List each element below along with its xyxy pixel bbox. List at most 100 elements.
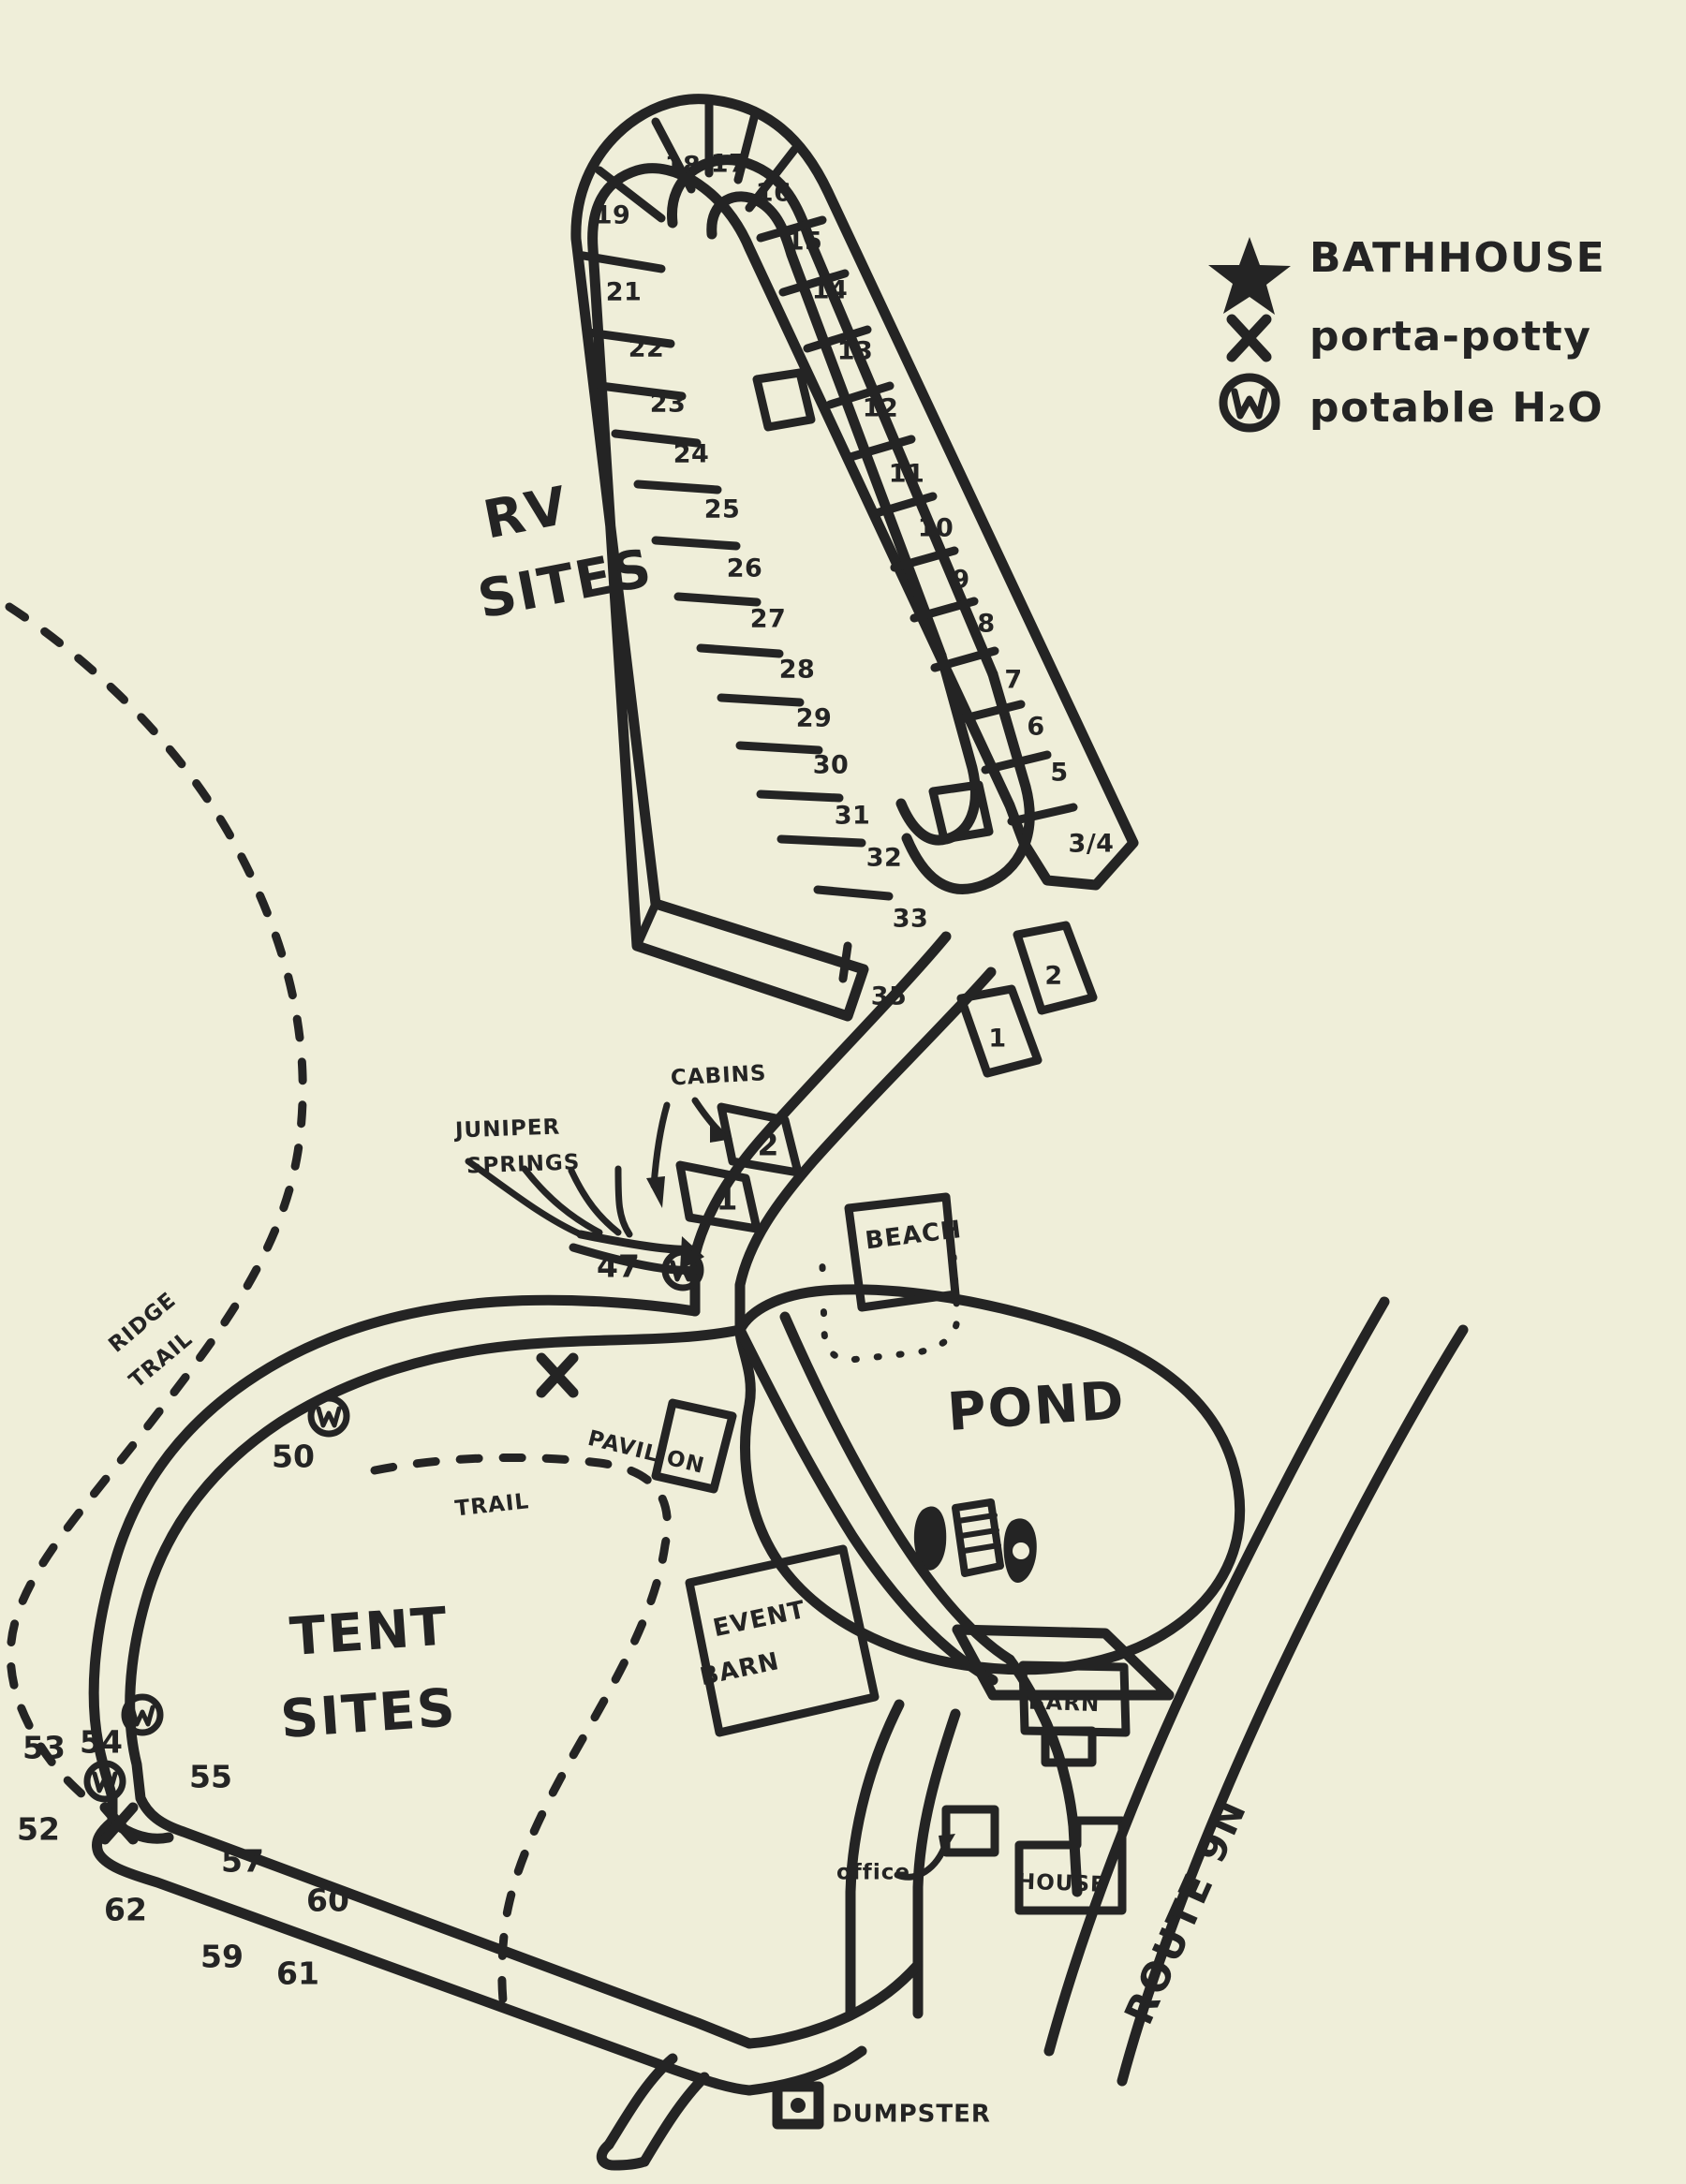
house-label: HOUSE [1017,1870,1107,1897]
route-9n-edge-south [1117,1324,1469,2087]
rv-site-number-5: 5 [1050,759,1068,788]
route-9n-label: ROUTE 9N [1116,1792,1256,2031]
pond-group [734,1192,1246,1675]
rv-loop-group [570,94,1139,1335]
bottom-road-upper [744,1959,924,2049]
rv-pad-dividers-right [745,145,1078,826]
barn-building [1018,1660,1131,1737]
rv-site-number-6: 6 [1027,713,1044,742]
dead-end-spur-2 [639,2072,710,2167]
water-marker-52 [83,1760,126,1803]
cabins-group [646,1097,803,1233]
tent-site-number-50: 50 [272,1439,315,1475]
pavilion-label: PAVILION [585,1426,707,1479]
tent-site-number-54: 54 [80,1724,123,1761]
service-road-north [734,1324,998,1686]
tent-site-number-59: 59 [200,1939,244,1975]
cabin-number-2: 2 [758,1127,779,1163]
porta-potty-north [536,1352,579,1398]
pond-label: POND [945,1370,1127,1443]
bottom-road-lower [744,2045,867,2096]
route-9n-group [1043,1296,1469,2087]
rv-site-number-26: 26 [727,554,763,583]
rv-site-number-31: 31 [835,802,871,831]
star-icon [1208,237,1291,315]
rv-site-number-21: 21 [606,278,643,307]
spring-branch-2 [521,1165,603,1236]
rv-site-number-29: 29 [796,704,833,733]
rv-site-number-12: 12 [863,394,899,423]
rv-site-2-pad [1013,921,1098,1015]
legend-group: BATHHOUSE porta-potty potable H₂O [1208,234,1605,433]
rv-site-number-9: 9 [952,566,969,595]
rv-site-number-23: 23 [650,390,687,419]
rv-site-number-27: 27 [750,605,787,634]
dead-end-spur-1 [603,2053,678,2150]
rv-site-number-14: 14 [812,276,849,305]
tent-site-number-61: 61 [276,1955,319,1992]
rv-site-number-7: 7 [1004,666,1022,695]
rv-sites-label-line2: SITES [473,538,658,631]
dead-end-spur-cap [596,2139,650,2171]
tent-site-number-60: 60 [306,1882,349,1919]
juniper-springs-group [465,1158,704,1275]
porta-potty-tent [99,1802,139,1845]
event-barn-label-line1: EVENT [711,1596,808,1643]
rv-site-number-10: 10 [918,514,954,543]
rv-bathhouse-lower-block [928,780,994,844]
pavilion-building [651,1398,737,1494]
trail-label: TRAIL [454,1489,531,1521]
tent-site-number-55: 55 [189,1759,232,1795]
rv-site-number-35: 35 [871,982,908,1011]
water-marker-54 [121,1693,164,1736]
x-icon [1226,314,1272,362]
water-marker-47 [661,1248,704,1291]
rv-site-1-pad [956,984,1043,1078]
rv-pad-dividers-top [595,96,760,223]
rv-site-number-33: 33 [893,905,929,934]
event-barn-building [685,1544,880,1737]
juniper-springs-label-line2: SPRINGS [466,1150,581,1178]
barn-annex [1041,1726,1097,1767]
rv-site-number-32: 32 [866,844,903,873]
rv-pad-dividers-left [573,250,894,983]
rv-site-number-11: 11 [889,460,925,489]
legend-label-bathhouse: BATHHOUSE [1309,234,1605,282]
rv-site-number-15: 15 [787,228,823,257]
cabins-arrow-left [650,1101,671,1189]
circled-w-icon [1219,373,1280,433]
tent-sites-label-line1: TENT [288,1596,451,1668]
rv-bathhouse-upper-block [752,368,816,432]
dumpster-icon [772,2081,824,2130]
spring-branch-3 [568,1167,622,1236]
ridge-trail-path [5,602,307,1801]
rv-loop-road-outer-edge [667,155,998,680]
office-road-left [845,1699,905,2019]
swim-area-buoys [819,1253,961,1364]
juniper-springs-label-line1: JUNIPER [453,1115,561,1144]
cabin-numbers-layer: 21 [717,1127,779,1217]
rv-site-number-18: 18 [665,152,702,181]
spring-branch-1 [465,1158,584,1238]
rv-entrance-road-left [689,931,952,1317]
rv-entrance-road-right [734,967,997,1335]
rv-site-number-25: 25 [704,495,741,524]
rv-site-number-19: 19 [595,201,631,230]
office-building [941,1805,999,1857]
cabins-label: CABINS [670,1061,767,1090]
route-9n-edge-north [1043,1296,1390,2057]
porta-potty-markers-group [99,1352,579,1845]
cabin-number-1: 1 [717,1181,738,1217]
rv-site-number-17: 17 [711,150,747,179]
rv-site-number-24: 24 [673,440,710,469]
spring-branch-4 [614,1165,633,1238]
text-labels-group: RV SITES TENT SITES POND BEACH PAVILION … [104,476,1255,2129]
tent-inner-trail [370,1453,672,2028]
legend-label-porta-potty: porta-potty [1309,313,1591,361]
event-barn-label-line2: BARN [698,1647,782,1691]
service-roads-group [596,1311,1175,2171]
water-marker-50 [307,1395,350,1438]
